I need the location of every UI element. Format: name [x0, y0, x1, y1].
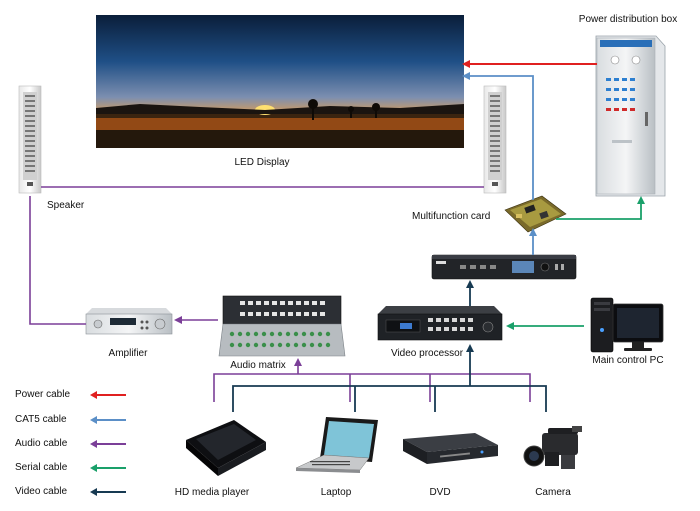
speaker-label: Speaker — [47, 200, 85, 211]
legend-video-label: Video cable — [15, 486, 68, 497]
power-cabinet-icon — [595, 35, 666, 197]
video-camera-icon — [523, 426, 582, 469]
led-display-icon — [96, 15, 464, 148]
legend-audio-label: Audio cable — [15, 438, 68, 449]
amplifier-icon — [85, 308, 173, 335]
power-box-label: Power distribution box — [578, 14, 678, 25]
multifunction-card-icon — [504, 195, 567, 233]
sender-box-icon — [431, 254, 577, 280]
laptop-icon — [295, 417, 378, 473]
dvd-label: DVD — [429, 487, 451, 498]
legend-serial-label: Serial cable — [15, 462, 68, 473]
legend-power-label: Power cable — [15, 389, 71, 400]
video-processor-label: Video processor — [390, 348, 464, 359]
camera-label: Camera — [535, 487, 571, 498]
media-player-icon — [186, 420, 266, 476]
led-display-label: LED Display — [234, 157, 290, 168]
audio-matrix-icon — [218, 295, 346, 357]
speaker-right-icon — [483, 85, 507, 194]
hd-player-label: HD media player — [174, 487, 250, 498]
main-pc-label: Main control PC — [592, 355, 664, 366]
legend-swatches — [90, 391, 126, 496]
audio-matrix-label: Audio matrix — [230, 360, 286, 371]
video-processor-icon — [377, 306, 503, 341]
multifunction-card-label: Multifunction card — [412, 211, 491, 222]
legend-cat5-label: CAT5 cable — [15, 414, 67, 425]
desktop-pc-icon — [590, 297, 664, 353]
laptop-label: Laptop — [320, 487, 352, 498]
speaker-left-icon — [18, 85, 42, 194]
dvd-player-icon — [403, 433, 498, 464]
amplifier-label: Amplifier — [108, 348, 148, 359]
